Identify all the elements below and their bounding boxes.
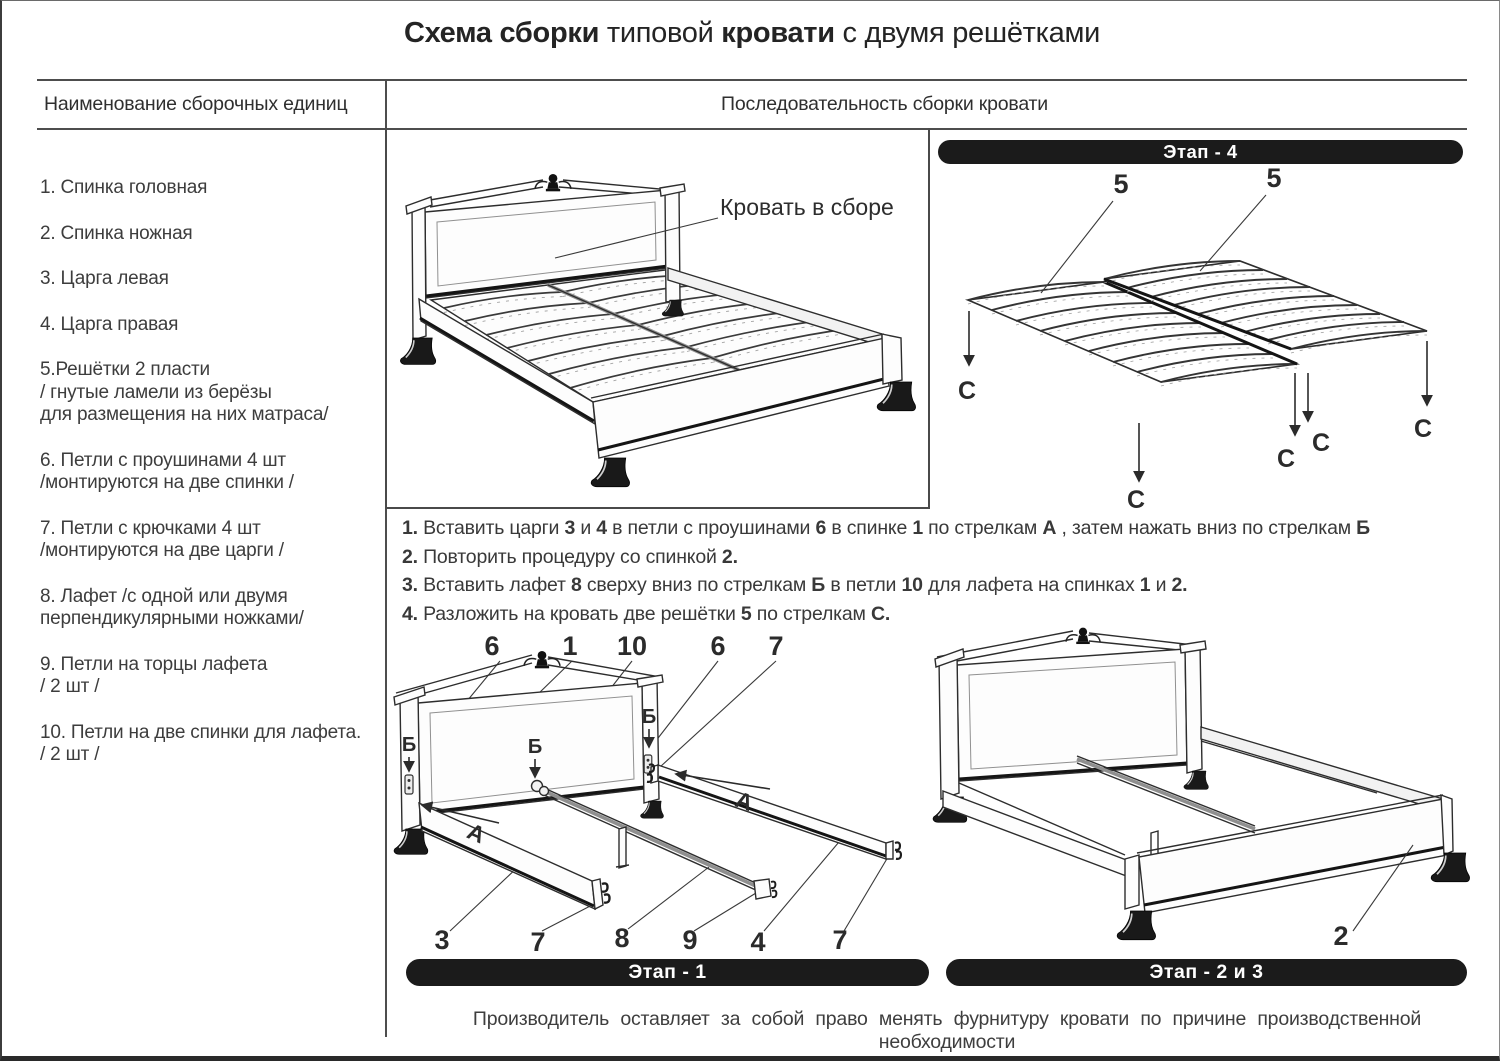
callout-7: 7: [530, 927, 545, 957]
arrow-c-label: С: [1277, 445, 1295, 473]
part-item-5: 5.Решётки 2 пласти / гнутые ламели из бе…: [40, 359, 329, 425]
frame: [942, 726, 1471, 941]
stage4-drawing: 5 5 С С С С С: [958, 163, 1433, 514]
manufacturer-note: Производитель оставляет за собой право м…: [472, 1008, 1422, 1053]
part-item-10: 10. Петли на две спинки для лафета. / 2 …: [40, 721, 362, 766]
callout-7: 7: [832, 925, 847, 955]
parts-list: 1. Спинка головная 2. Спинка ножная 3. Ц…: [40, 177, 382, 790]
lafet-end-hinge-icon: [771, 889, 778, 899]
hook-hinge-icon: [600, 882, 609, 893]
headboard: [393, 650, 665, 856]
rule-header-bottom: [37, 128, 1467, 130]
assembled-bed-drawing: [399, 173, 917, 488]
arrow-b-group: Б Б Б: [402, 706, 656, 779]
part-item-2: 2. Спинка ножная: [40, 222, 193, 244]
arrow-c-group: С С С С С: [958, 311, 1433, 514]
bed-frame: [418, 267, 917, 488]
instruction-line-2: 2. Повторить процедуру со спинкой 2.: [402, 545, 738, 568]
bed-foot-icon: [399, 337, 437, 366]
headboard-finial-icon: [534, 173, 572, 193]
callout-6: 6: [484, 631, 499, 661]
bed-headboard: [399, 173, 686, 366]
callout-4: 4: [750, 927, 765, 957]
callout-9: 9: [682, 925, 697, 955]
left-column-header: Наименование сборочных единиц: [44, 93, 348, 115]
arrow-c-label: С: [1127, 486, 1145, 514]
column-divider: [385, 79, 387, 1037]
loop-hinge-icon: [404, 774, 414, 795]
bed-foot-icon: [1183, 770, 1209, 790]
part-item-7: 7. Петли с крючками 4 шт /монтируются на…: [40, 517, 284, 562]
rule-top: [37, 79, 1467, 81]
assembled-bed-panel: [385, 128, 930, 509]
stage23-pill: Этап - 2 и 3: [946, 959, 1467, 986]
bed-foot-icon: [393, 828, 429, 856]
stage1-pill: Этап - 1: [406, 959, 929, 986]
caption-leader-line: [554, 217, 719, 259]
arrow-b-label: Б: [402, 734, 416, 756]
hook-hinge-icon: [893, 841, 902, 851]
headboard: [932, 626, 1209, 824]
instruction-line-4: 4. Разложить на кровать две решётки 5 по…: [402, 602, 891, 625]
part-item-6: 6. Петли с проушинами 4 шт /монтируются …: [40, 449, 294, 494]
slat-grid-right: [1103, 260, 1428, 354]
part-item-8: 8. Лафет /с одной или двумя перпендикуля…: [40, 585, 304, 630]
callout-6: 6: [710, 631, 725, 661]
callout-3: 3: [434, 925, 449, 955]
bed-foot-icon: [590, 457, 631, 488]
instruction-line-1: 1. Вставить царги 3 и 4 в петли с проуши…: [402, 517, 1370, 539]
bed-foot-icon: [1116, 910, 1157, 941]
arrow-c-label: С: [1414, 415, 1432, 443]
callout-leaders: [410, 660, 889, 932]
callout-8: 8: [614, 923, 629, 953]
part-item-4: 4. Царга правая: [40, 313, 179, 335]
part-item-3: 3. Царга левая: [40, 268, 169, 289]
lafet-end-hinge-icon: [770, 880, 777, 890]
stage23-drawing: 2: [932, 626, 1471, 951]
callout-2: 2: [1333, 921, 1348, 951]
callout-1: 1: [562, 631, 577, 661]
stage1-drawing: 6 1 10 6 7 Б Б Б: [393, 631, 903, 957]
assembled-bed-caption: Кровать в сборе: [720, 194, 894, 220]
right-column-header: Последовательность сборки кровати: [721, 93, 1048, 115]
callout-leader: [1040, 200, 1114, 294]
stage4-pill: Этап - 4: [938, 140, 1463, 164]
arrow-b-label: Б: [528, 736, 542, 758]
page-title: Схема сборки типовой кровати с двумя реш…: [403, 17, 1101, 49]
lafet-beam: [538, 785, 778, 900]
callout-leader: [1199, 194, 1267, 272]
side-rail-right: А: [645, 763, 903, 860]
instruction-line-3: 3. Вставить лафет 8 сверху вниз по стрел…: [402, 574, 1188, 596]
part-item-9: 9. Петли на торцы лафета / 2 шт /: [40, 653, 268, 698]
callout-5: 5: [1266, 163, 1281, 193]
callout-10: 10: [617, 631, 647, 661]
slat-grid-left: [964, 280, 1301, 387]
side-rail-left: А: [418, 801, 611, 911]
callout-leader: [1352, 844, 1414, 932]
callout-7: 7: [768, 631, 783, 661]
assembly-instructions: 1. Вставить царги 3 и 4 в петли с проуши…: [402, 514, 1490, 628]
arrow-c-label: С: [958, 377, 976, 405]
hook-hinge-icon: [602, 893, 611, 904]
part-item-1: 1. Спинка головная: [40, 177, 208, 198]
arrow-b-label: Б: [642, 706, 656, 728]
callout-5: 5: [1113, 169, 1128, 199]
arrow-c-label: С: [1312, 429, 1330, 457]
hook-hinge-icon: [894, 850, 903, 860]
